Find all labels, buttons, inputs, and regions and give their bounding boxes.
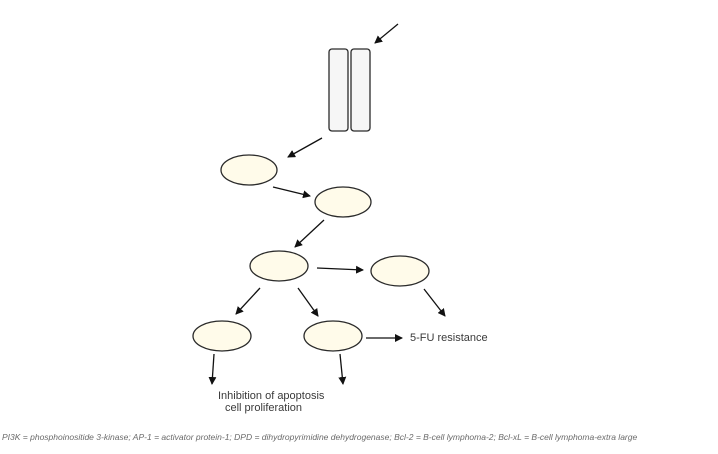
arrow-node1-to-node2 xyxy=(272,186,311,199)
arrow-node6-to-apoptosis xyxy=(338,353,347,385)
pathway-node-3 xyxy=(249,250,309,282)
pathway-node-4 xyxy=(370,255,430,287)
arrow-node5-to-apoptosis xyxy=(208,353,217,385)
arrow-node3-to-node4 xyxy=(316,265,364,274)
arrow-ligand-to-receptor xyxy=(374,23,399,44)
pathway-node-1 xyxy=(220,154,278,186)
apoptosis-label: Inhibition of apoptosis xyxy=(218,390,325,402)
arrow-receptor-to-node1 xyxy=(287,137,323,158)
proliferation-label: cell proliferation xyxy=(225,402,302,414)
arrow-node2-to-node3 xyxy=(294,219,325,248)
pathway-node-5 xyxy=(192,320,252,352)
arrow-node4-to-resistance xyxy=(423,288,446,317)
arrow-node3-to-node6 xyxy=(297,287,319,317)
resistance-label: 5-FU resistance xyxy=(410,332,488,344)
arrow-node3-to-node5 xyxy=(235,287,261,315)
signaling-pathway-diagram: 5-FU resistance Inhibition of apoptosis … xyxy=(192,23,488,414)
abbreviations-footnote: PI3K = phosphoinositide 3-kinase; AP-1 =… xyxy=(2,432,638,442)
pathway-node-2 xyxy=(314,186,372,218)
membrane-receptor xyxy=(328,48,371,132)
pathway-node-6 xyxy=(303,320,363,352)
